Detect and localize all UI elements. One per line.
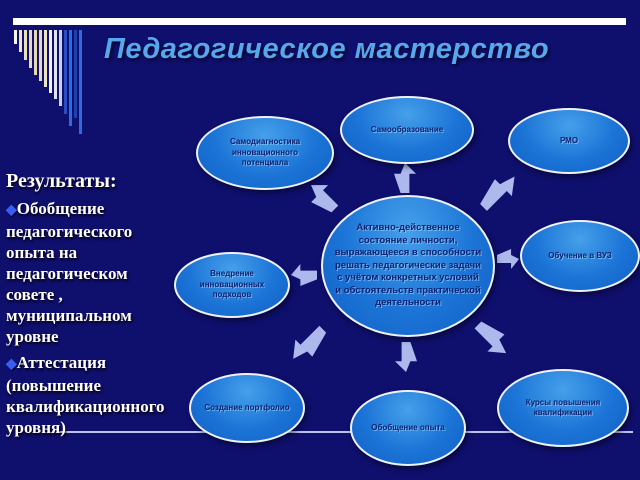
diamond-bullet-icon: ◆ <box>6 203 17 218</box>
results-bullet-item: ◆Аттестация (повышение квалификационного… <box>6 352 176 438</box>
diamond-bullet-icon: ◆ <box>6 357 17 372</box>
node-center-state: Активно-действенное состояние личности, … <box>321 195 495 337</box>
node-label: Самодиагностика инновационного потенциал… <box>229 137 301 168</box>
node-label: Курсы повышения квалификации <box>525 397 601 417</box>
node-self-education: Самообразование <box>340 96 474 164</box>
logo-bar <box>49 30 52 93</box>
arrow-down-left-icon <box>285 321 332 368</box>
logo-bar <box>79 30 82 134</box>
slide-title: Педагогическое мастерство <box>104 33 550 65</box>
node-label: Обобщение опыта <box>371 422 445 432</box>
results-bullet-item: ◆Обобщение педагогического опыта на педа… <box>6 198 176 347</box>
node-qualification-courses: Курсы повышения квалификации <box>497 369 629 447</box>
arrow-down-icon <box>395 342 417 372</box>
logo-bar <box>39 30 42 81</box>
results-bullet-text: Аттестация (повышение квалификационного … <box>6 353 165 437</box>
node-innovative-approaches: Внедрение инновационных подходов <box>174 252 290 318</box>
node-label: РМО <box>559 135 579 145</box>
logo-bar <box>59 30 62 106</box>
arrow-down-right-icon <box>469 316 514 361</box>
node-center-label: Активно-действенное состояние личности, … <box>334 222 482 309</box>
node-label: Самообразование <box>370 124 444 134</box>
arrow-right-icon <box>497 249 519 269</box>
logo-bar <box>54 30 57 99</box>
logo-bar <box>64 30 67 114</box>
node-label: Обучение в ВУЗ <box>548 250 612 260</box>
results-panel: Результаты: ◆Обобщение педагогического о… <box>6 170 176 443</box>
logo-bar <box>69 30 72 126</box>
logo-bar <box>24 30 27 60</box>
logo-bar <box>34 30 37 75</box>
node-university-study: Обучение в ВУЗ <box>520 220 640 292</box>
node-label: Внедрение инновационных подходов <box>199 269 265 300</box>
node-experience-summary: Обобщение опыта <box>350 390 466 466</box>
logo-bar <box>19 30 22 52</box>
node-label: Создание портфолио <box>204 402 290 412</box>
logo-bar <box>74 30 77 118</box>
node-rmo: РМО <box>508 108 630 174</box>
node-self-diagnostics: Самодиагностика инновационного потенциал… <box>196 116 334 190</box>
logo-bars <box>14 30 82 134</box>
arrow-up-right-icon <box>475 168 523 216</box>
arrow-up-left-icon <box>302 176 343 217</box>
node-portfolio-creation: Создание портфолио <box>189 373 305 443</box>
arrow-up-icon <box>394 163 416 193</box>
results-heading: Результаты: <box>6 170 117 192</box>
logo-bar <box>44 30 47 87</box>
logo-bar <box>29 30 32 68</box>
arrow-left-icon <box>291 264 317 286</box>
results-bullet-text: Обобщение педагогического опыта на педаг… <box>6 199 133 346</box>
logo-bar <box>14 30 17 44</box>
horizontal-rule <box>58 431 633 433</box>
top-divider-bar <box>13 18 626 25</box>
